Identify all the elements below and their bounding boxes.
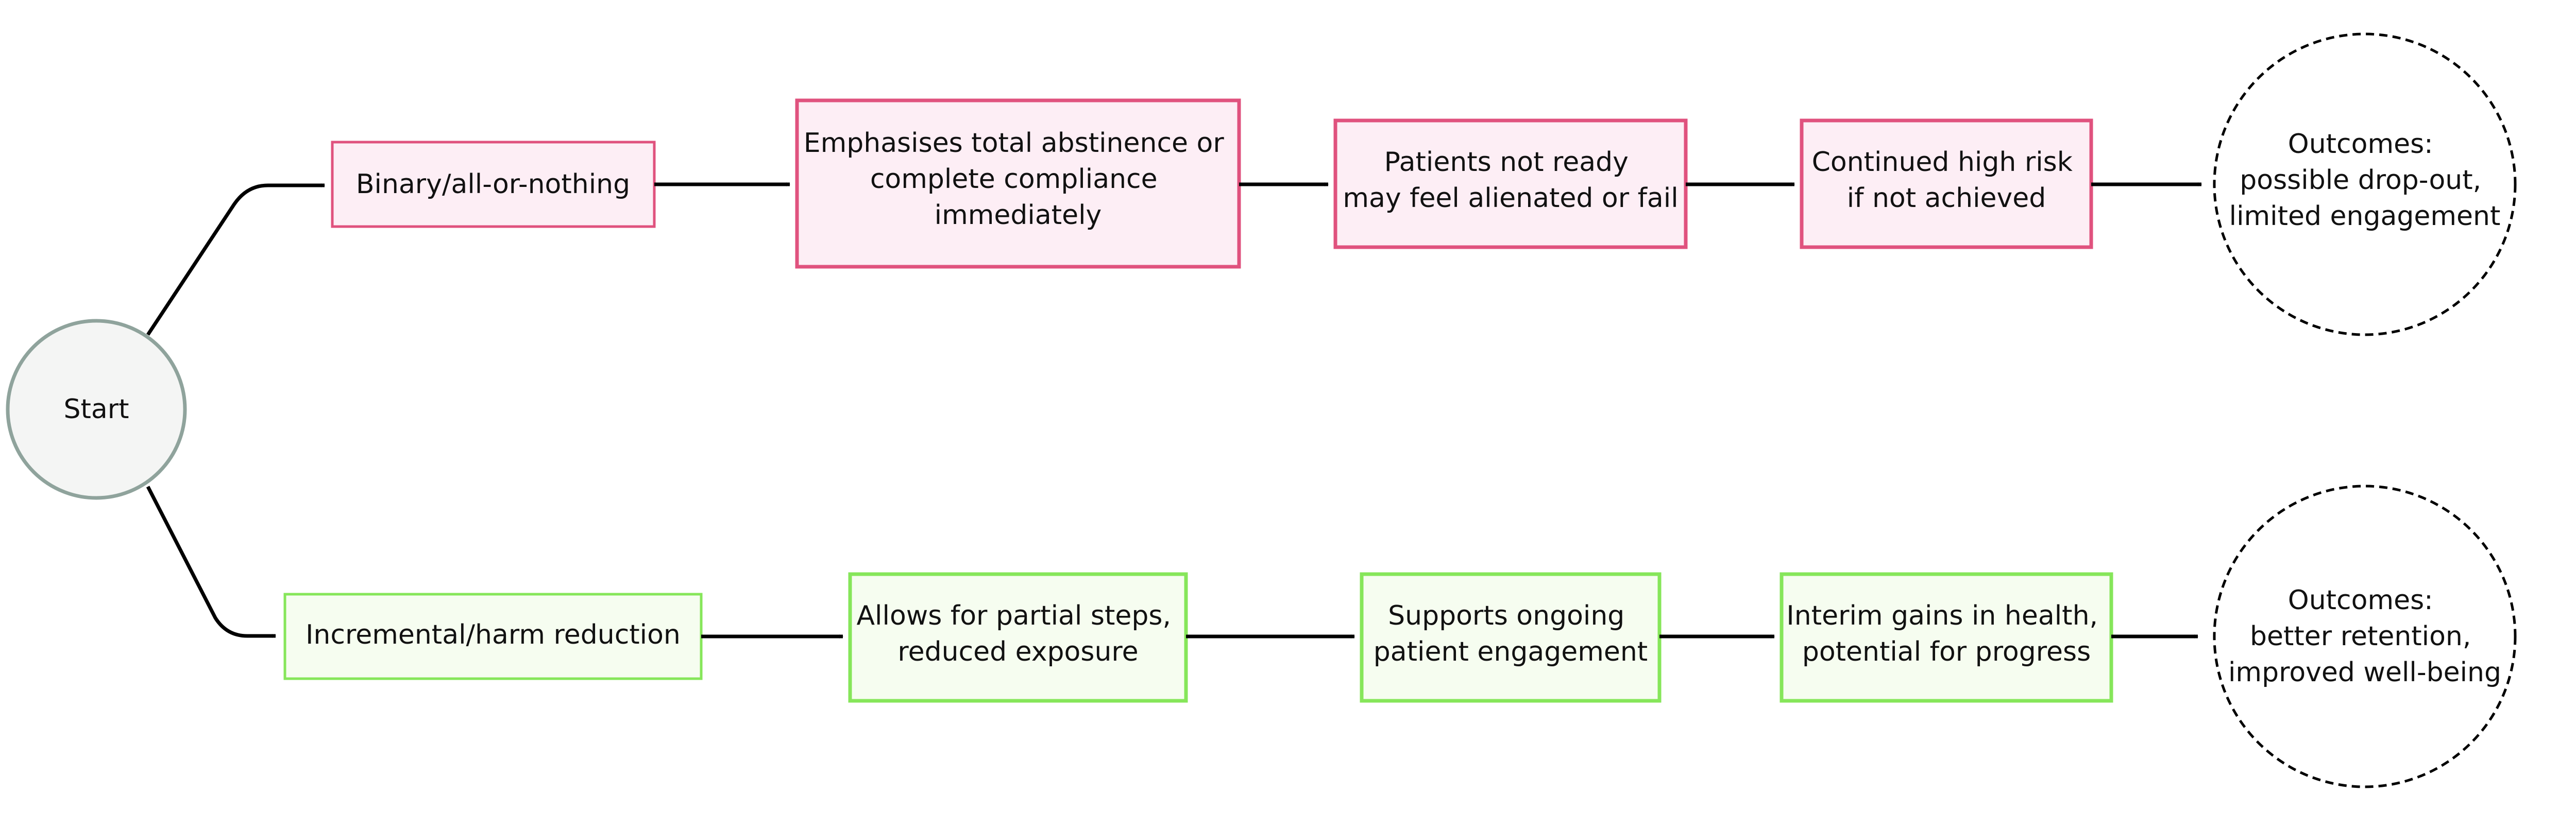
top-step-4-line-1: Continued high risk <box>1812 147 2073 178</box>
bottom-step-2-box <box>848 572 1188 703</box>
top-outcome-text: Outcomes: possible drop-out, limited eng… <box>2229 129 2501 232</box>
bottom-step-4-line-2: potential for progress <box>1802 636 2091 667</box>
top-step-4-text: Continued high risk if not achieved <box>1812 147 2081 214</box>
bottom-step-1-text: Incremental/harm reduction <box>306 619 681 650</box>
bottom-step-4-line-1: Interim gains in health, <box>1786 600 2098 631</box>
top-outcome-line-3: limited engagement <box>2229 201 2501 232</box>
top-outcome: Outcomes: possible drop-out, limited eng… <box>2213 32 2517 336</box>
bottom-step-2-line-1: Allows for partial steps, <box>856 600 1171 631</box>
top-step-3-line-1: Patients not ready <box>1384 147 1629 178</box>
top-step-3-text: Patients not ready may feel alienated or… <box>1343 147 1678 214</box>
top-step-1: Binary/all-or-nothing <box>331 141 656 228</box>
top-step-2-line-3: immediately <box>935 200 1102 231</box>
top-step-4-box <box>1800 118 2093 249</box>
bottom-step-3: Supports ongoing patient engagement <box>1360 572 1662 703</box>
start-label: Start <box>63 394 129 425</box>
start-circle <box>6 319 187 500</box>
bottom-step-2-text: Allows for partial steps, reduced exposu… <box>856 600 1179 667</box>
connector-start-to-bottom <box>146 486 276 638</box>
top-step-1-box <box>331 141 656 228</box>
top-step-2-text: Emphasises total abstinence or complete … <box>804 128 1233 231</box>
bottom-step-1-line-1: Incremental/harm reduction <box>306 619 681 650</box>
bottom-outcome: Outcomes: better retention, improved wel… <box>2213 485 2517 788</box>
bottom-outcome-circle <box>2213 485 2517 788</box>
bottom-step-2: Allows for partial steps, reduced exposu… <box>848 572 1188 703</box>
bottom-step-4-text: Interim gains in health, potential for p… <box>1786 600 2106 667</box>
top-step-2-box <box>795 98 1241 269</box>
top-outcome-circle <box>2213 32 2517 336</box>
bottom-step-4-box <box>1780 572 2113 703</box>
top-step-1-line-1: Binary/all-or-nothing <box>356 169 630 200</box>
bottom-step-2-line-2: reduced exposure <box>897 636 1138 667</box>
bottom-step-3-text: Supports ongoing patient engagement <box>1374 600 1648 667</box>
bottom-step-3-box <box>1360 572 1662 703</box>
top-outcome-line-1: Outcomes: <box>2288 129 2433 160</box>
bottom-outcome-line-1: Outcomes: <box>2288 585 2433 616</box>
top-step-3-box <box>1333 118 1688 249</box>
top-step-4: Continued high risk if not achieved <box>1800 118 2093 249</box>
bottom-step-4: Interim gains in health, potential for p… <box>1780 572 2113 703</box>
top-step-3: Patients not ready may feel alienated or… <box>1333 118 1688 249</box>
top-outcome-line-2: possible drop-out, <box>2240 165 2481 196</box>
top-step-2: Emphasises total abstinence or complete … <box>795 98 1241 269</box>
top-step-1-text: Binary/all-or-nothing <box>356 169 630 200</box>
top-step-3-line-2: may feel alienated or fail <box>1343 183 1678 214</box>
top-step-4-line-2: if not achieved <box>1847 183 2046 214</box>
connector-start-to-top <box>146 183 325 336</box>
bottom-outcome-text: Outcomes: better retention, improved wel… <box>2228 585 2501 688</box>
bottom-step-3-line-1: Supports ongoing <box>1388 600 1624 631</box>
top-step-2-line-2: complete compliance <box>870 164 1158 195</box>
bottom-outcome-line-2: better retention, <box>2250 621 2471 652</box>
top-step-2-line-1: Emphasises total abstinence or <box>804 128 1225 159</box>
bottom-outcome-line-3: improved well-being <box>2228 657 2501 688</box>
bottom-step-1: Incremental/harm reduction <box>283 593 703 680</box>
bottom-step-3-line-2: patient engagement <box>1374 636 1648 667</box>
start-node: Start <box>6 319 187 500</box>
